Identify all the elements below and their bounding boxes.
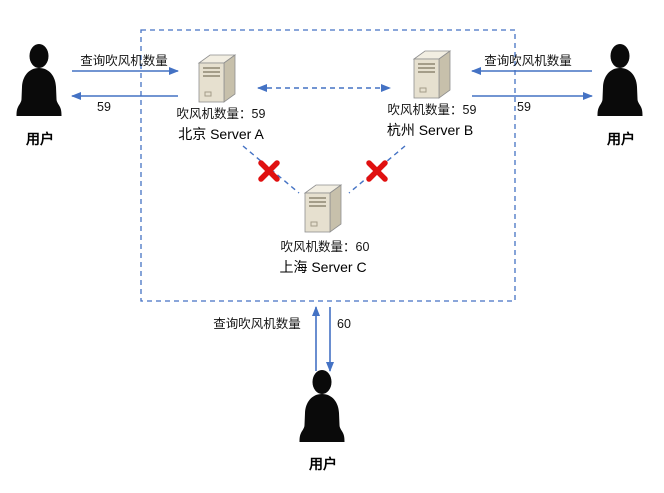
user-bottom-label: 用户 [309,456,337,472]
user-right-label: 用户 [607,131,635,147]
user-icon-bottom [299,370,345,442]
server-c-icon [303,184,343,233]
server-c-count: 吹风机数量：60 [280,240,370,254]
cluster-boundary [140,29,516,302]
right-response-label: 59 [517,100,531,114]
broken-link-x-icon-b-c [366,160,388,182]
server-a-icon [197,54,237,103]
server-a-name: 北京 Server A [178,126,264,142]
server-a-count: 吹风机数量：59 [176,107,266,121]
server-c-name: 上海 Server C [279,259,367,275]
server-b-icon [412,50,452,99]
user-left-label: 用户 [26,131,54,147]
user-icon-right [597,44,643,116]
right-request-label: 查询吹风机数量 [484,54,572,68]
server-b-count: 吹风机数量：59 [387,103,477,117]
broken-link-x-icon-a-c [258,160,280,182]
user-icon-left [16,44,62,116]
server-b-name: 杭州 Server B [386,122,474,138]
bottom-request-label: 查询吹风机数量 [213,317,301,331]
left-response-label: 59 [97,100,111,114]
left-request-label: 查询吹风机数量 [80,54,168,68]
bottom-response-label: 60 [337,317,351,331]
